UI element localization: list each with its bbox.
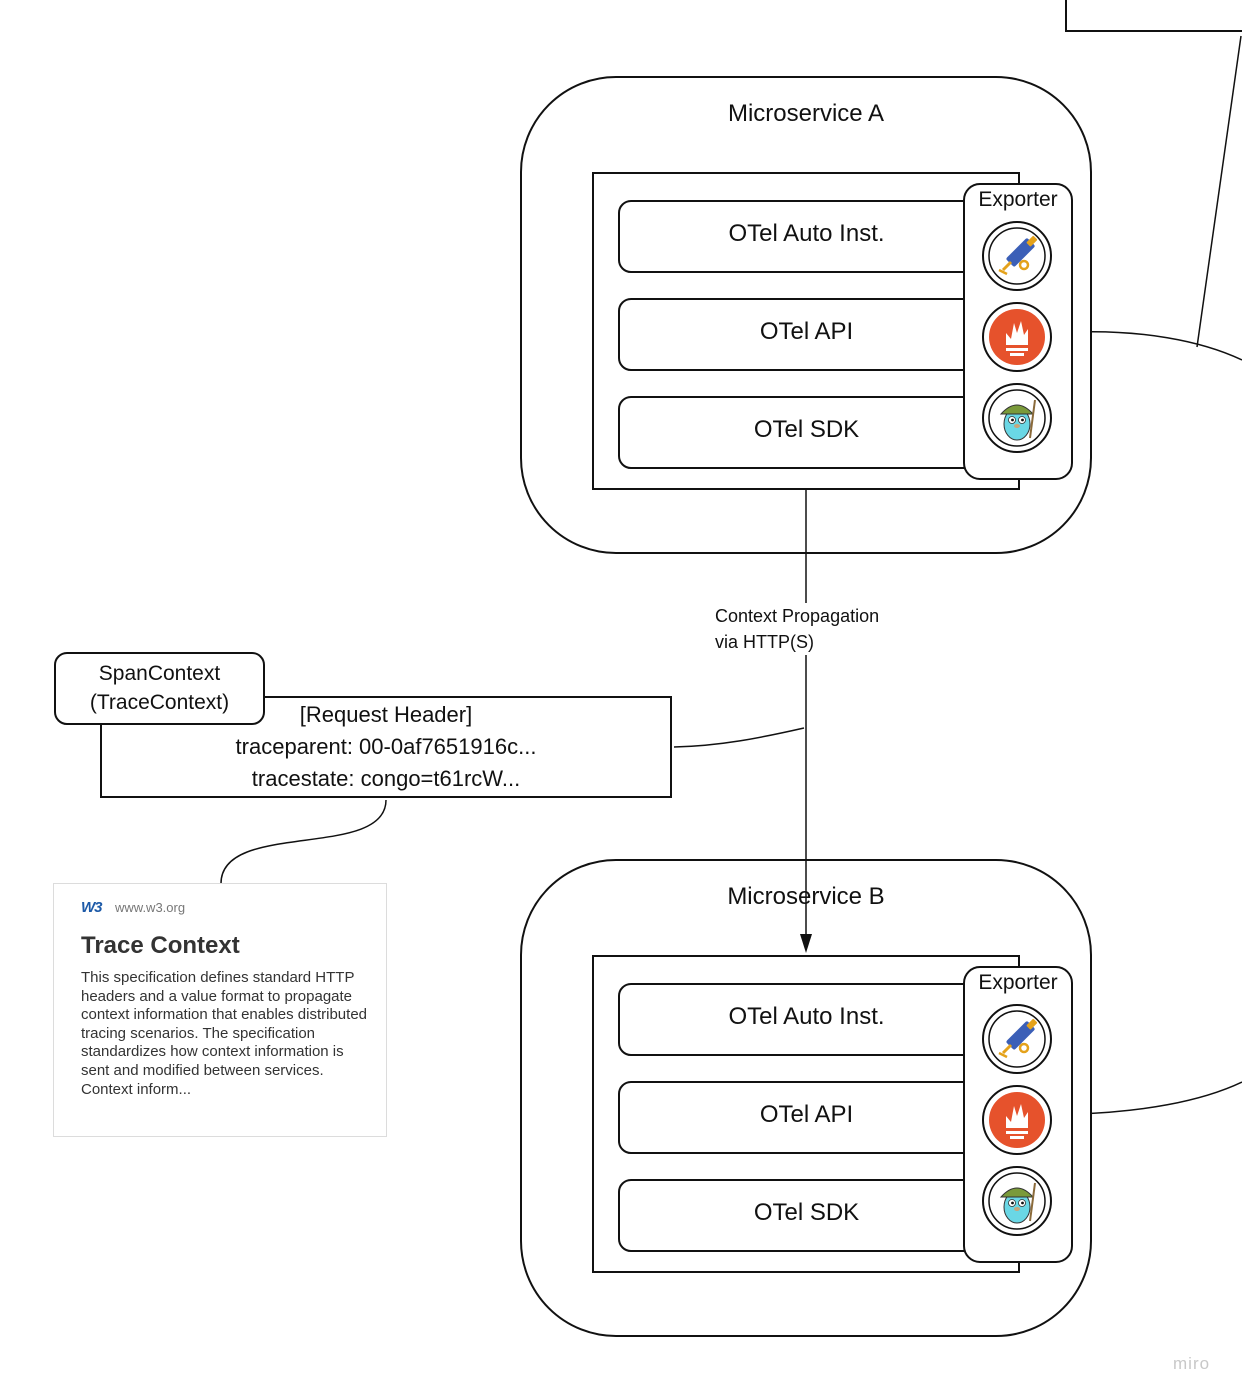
otel-api-label-b: OTel API bbox=[759, 1101, 854, 1128]
traceparent-value: traceparent: 00-0af7651916c... bbox=[235, 734, 537, 759]
partial-collector-box bbox=[1065, 0, 1242, 32]
otel-api-label-a: OTel API bbox=[759, 318, 854, 345]
otel-auto-inst-label-b: OTel Auto Inst. bbox=[728, 1003, 885, 1030]
w3c-logo-icon: W3 bbox=[81, 899, 102, 916]
tracestate-value: tracestate: congo=t61rcW... bbox=[251, 766, 521, 791]
edge-label-line2: via HTTP(S) bbox=[715, 632, 814, 652]
connector-line bbox=[1196, 35, 1242, 348]
microservice-b-title: Microservice B bbox=[727, 883, 885, 910]
otel-sdk-label-b: OTel SDK bbox=[753, 1199, 860, 1226]
connector-curve-b bbox=[1075, 1081, 1242, 1115]
card-description: This specification defines standard HTTP… bbox=[81, 969, 368, 1098]
microservice-a-title: Microservice A bbox=[727, 100, 885, 127]
header-connector bbox=[673, 727, 805, 748]
span-context-label: SpanContext (TraceContext) bbox=[55, 659, 264, 717]
request-header-text: [Request Header] traceparent: 00-0af7651… bbox=[101, 699, 671, 795]
arrow-head-icon bbox=[800, 934, 812, 953]
otel-auto-inst-label-a: OTel Auto Inst. bbox=[728, 220, 885, 247]
exporter-label-b: Exporter bbox=[978, 971, 1058, 994]
connector-curve-a bbox=[1075, 331, 1242, 361]
card-site-url[interactable]: www.w3.org bbox=[115, 900, 186, 915]
span-context-line2: (TraceContext) bbox=[89, 691, 230, 714]
span-context-box bbox=[54, 652, 265, 725]
span-context-line1: SpanContext bbox=[98, 662, 221, 685]
card-connector bbox=[220, 799, 387, 885]
exporter-label-a: Exporter bbox=[978, 188, 1058, 211]
otel-sdk-label-a: OTel SDK bbox=[753, 416, 860, 443]
edge-label-line1: Context Propagation bbox=[715, 606, 880, 626]
context-propagation-label: Context Propagation via HTTP(S) bbox=[713, 603, 882, 655]
request-header-title: [Request Header] bbox=[299, 702, 473, 727]
card-title[interactable]: Trace Context bbox=[81, 932, 240, 959]
trace-context-link-card[interactable]: W3 www.w3.org Trace Context This specifi… bbox=[53, 883, 387, 1137]
miro-watermark: miro bbox=[1173, 1354, 1211, 1373]
